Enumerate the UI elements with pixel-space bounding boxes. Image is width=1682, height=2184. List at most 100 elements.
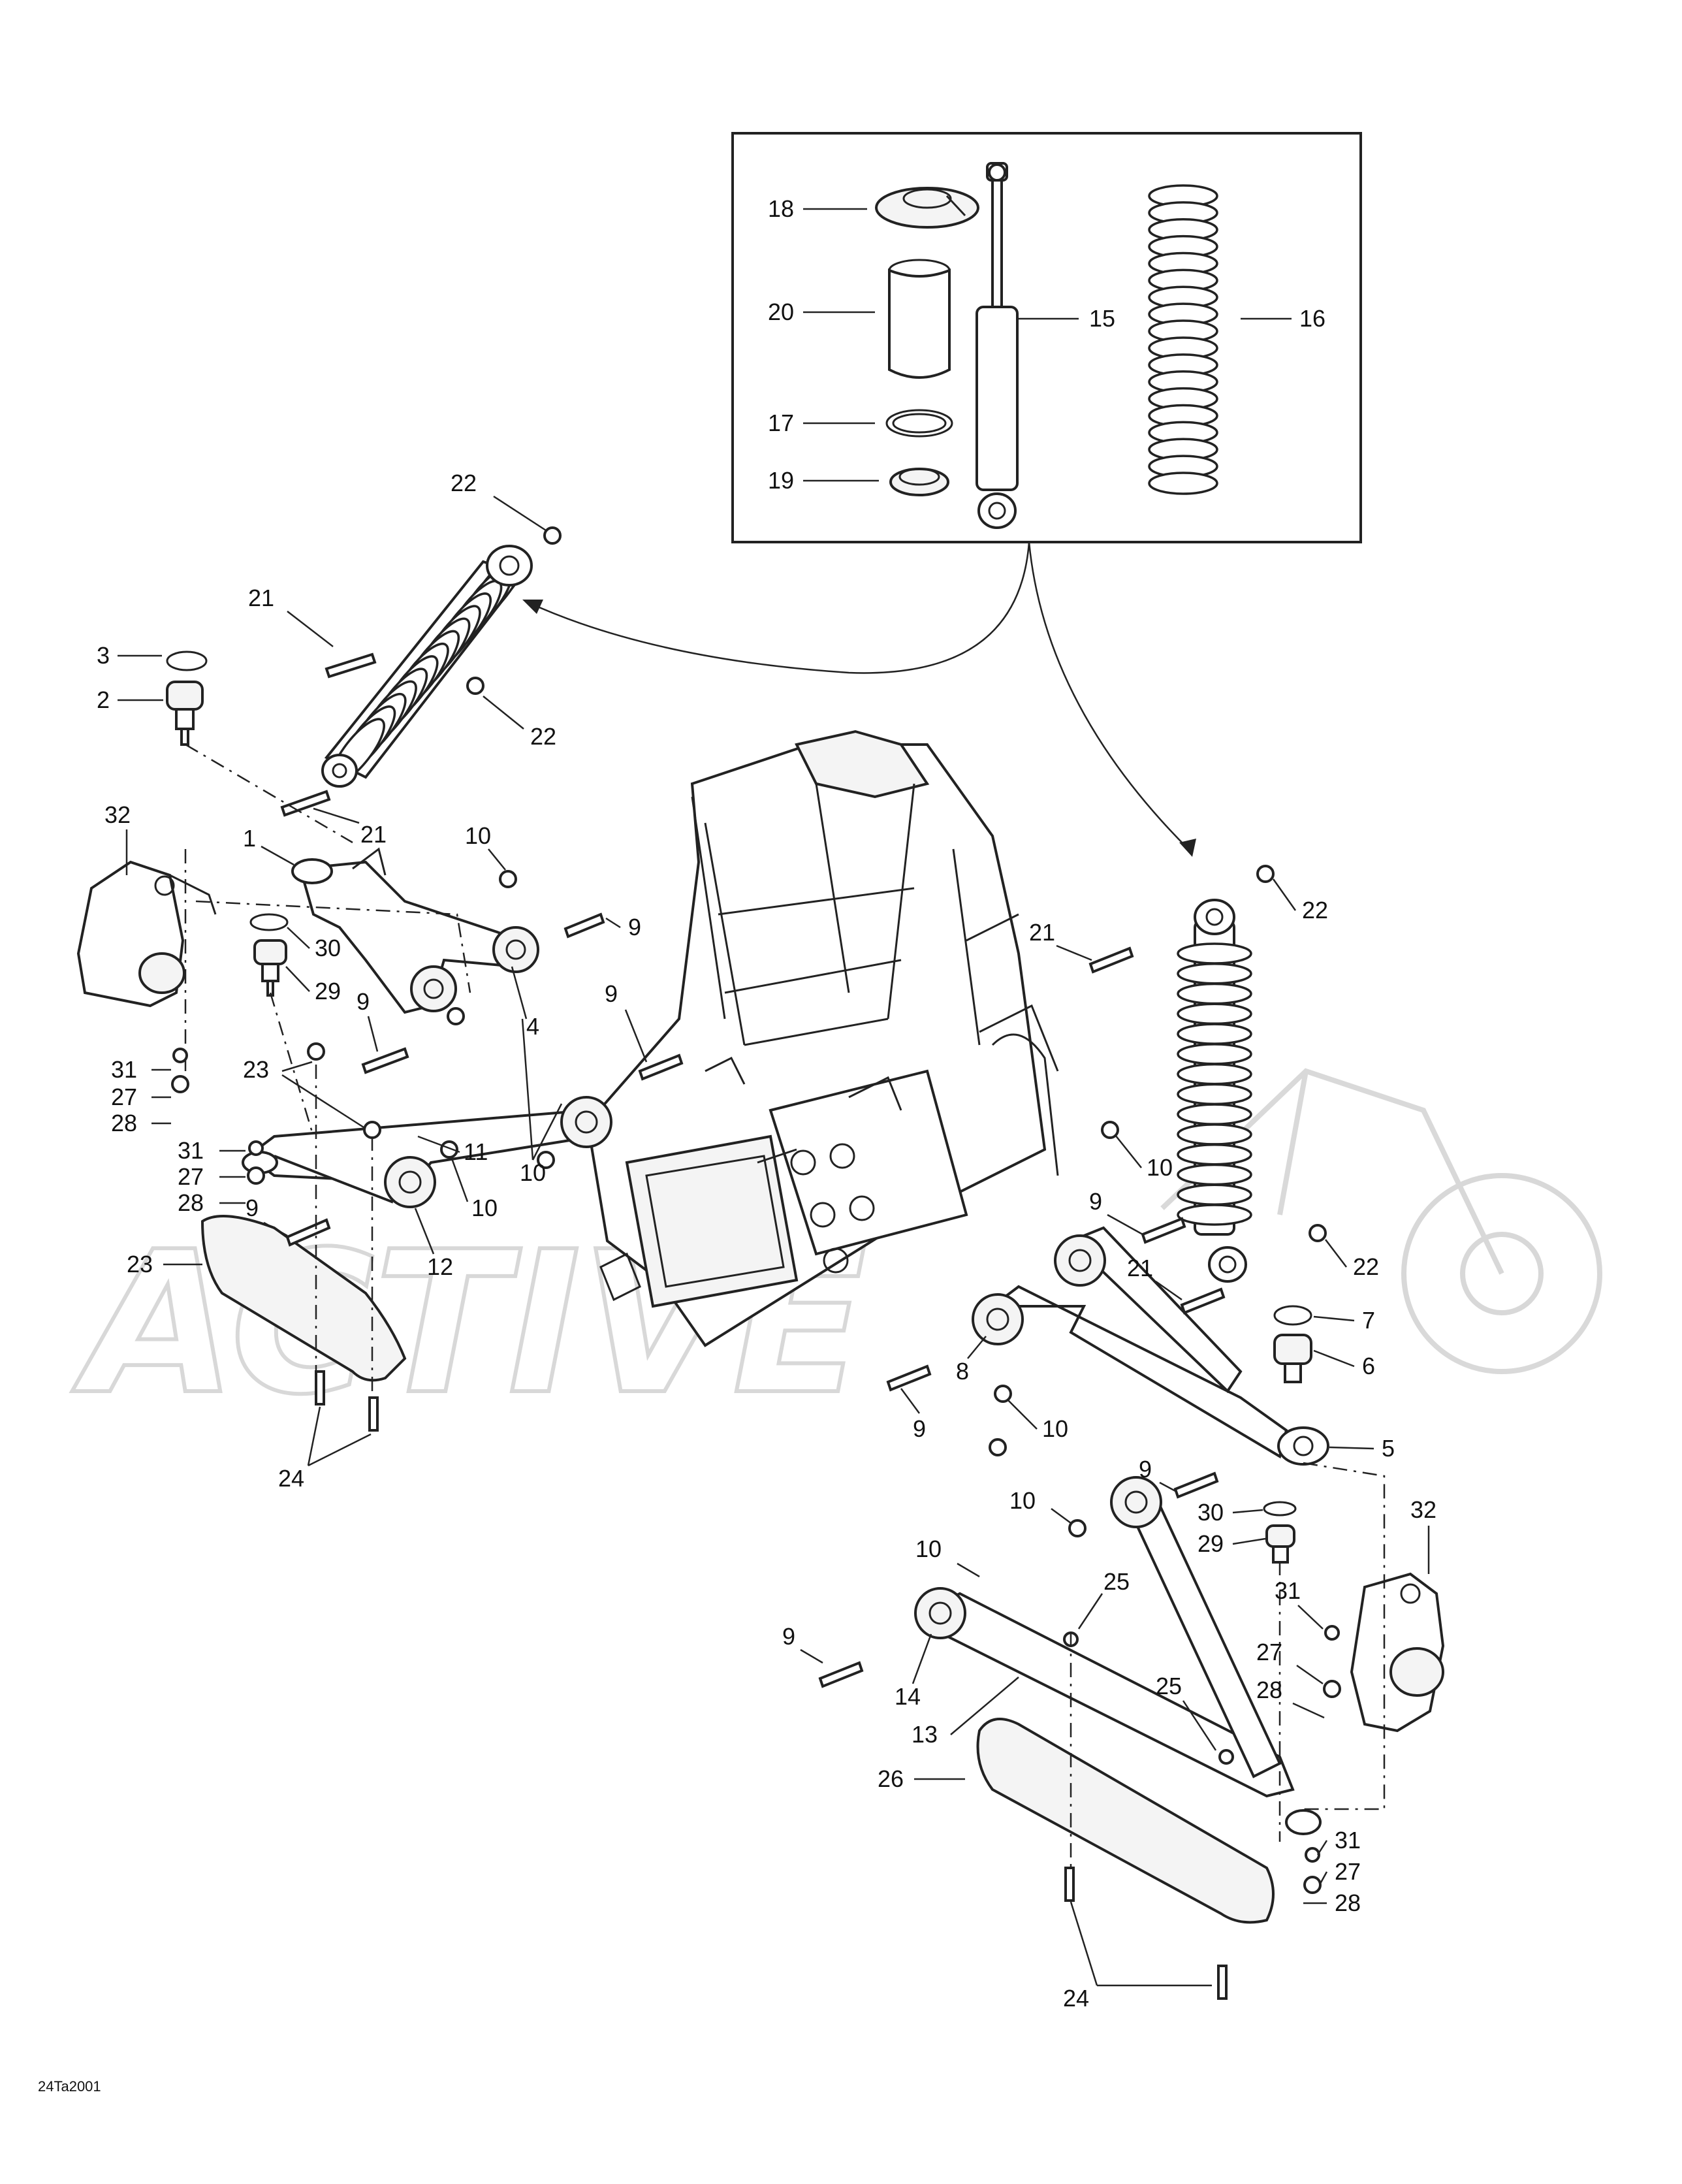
o-ring-icon <box>885 409 953 438</box>
shock-absorber-icon <box>976 162 1019 529</box>
callout-10-g: 10 <box>915 1535 942 1562</box>
callout-9-h: 9 <box>782 1623 795 1650</box>
callout-17: 17 <box>768 410 794 436</box>
callout-21-top: 21 <box>248 585 274 611</box>
spring-coil <box>1148 472 1218 495</box>
callout-18: 18 <box>768 195 794 222</box>
spring-coil <box>1177 1163 1252 1186</box>
callout-4: 4 <box>526 1013 539 1040</box>
right-skid-plate-icon <box>976 1718 1275 1924</box>
callout-10-e: 10 <box>1042 1415 1068 1442</box>
callout-9-d: 9 <box>246 1195 259 1221</box>
spring-coil <box>1177 1103 1252 1125</box>
drawing-code: 24Ta2001 <box>38 2078 101 2095</box>
inset-arrows <box>522 541 1196 857</box>
left-ball-joint-icon <box>166 650 208 746</box>
callout-29-left: 29 <box>315 978 341 1004</box>
callout-22-mid: 22 <box>530 723 556 750</box>
callout-9-a: 9 <box>628 914 641 940</box>
spring-coil <box>1177 1043 1252 1065</box>
callout-28-left-a: 28 <box>111 1110 137 1136</box>
left-skid-plate-icon <box>200 1215 407 1382</box>
callout-13: 13 <box>912 1721 938 1748</box>
inset-border <box>731 132 1362 543</box>
callout-30-right: 30 <box>1198 1499 1224 1526</box>
spring-coil <box>1177 1183 1252 1206</box>
spring-coil <box>1177 1023 1252 1045</box>
callout-23-bottom: 23 <box>127 1251 153 1277</box>
callout-32-left: 32 <box>104 801 131 828</box>
right-knuckle-icon <box>1350 1572 1445 1733</box>
left-knuckle-icon <box>76 860 217 1008</box>
left-upper-a-arm-icon <box>291 847 539 1014</box>
main-callouts: 22 21 3 2 22 32 1 21 10 30 9 29 9 4 9 31… <box>97 470 1436 2012</box>
callout-10-b: 10 <box>520 1159 546 1186</box>
callout-10-d: 10 <box>1147 1154 1173 1181</box>
callout-5: 5 <box>1382 1435 1395 1462</box>
callout-9-e: 9 <box>1089 1188 1102 1215</box>
spring-coil <box>1177 982 1252 1005</box>
callout-23-top: 23 <box>243 1056 269 1083</box>
spring-coil <box>1177 1083 1252 1106</box>
spring-coil <box>1177 963 1252 985</box>
spring-coil <box>1177 1003 1252 1025</box>
dust-tube-icon <box>888 259 951 379</box>
right-ball-joint-icon <box>1273 1305 1312 1383</box>
shock-components-inset <box>731 132 1362 543</box>
callout-9-g: 9 <box>1139 1456 1152 1483</box>
spring-coil <box>1177 1123 1252 1146</box>
callout-30-left: 30 <box>315 935 341 961</box>
callout-11: 11 <box>464 1138 488 1165</box>
callout-28-right-a: 28 <box>1256 1677 1282 1703</box>
callout-24-left: 24 <box>278 1465 304 1492</box>
callout-21-right-top: 21 <box>1029 919 1055 946</box>
callout-7: 7 <box>1362 1307 1375 1334</box>
coil-spring-icon <box>1148 184 1218 495</box>
spring-coil <box>1177 1063 1252 1085</box>
callout-27-left-b: 27 <box>178 1163 204 1190</box>
callout-16: 16 <box>1299 305 1325 332</box>
assembly-lines <box>184 743 1386 1868</box>
bushing-icon <box>889 468 949 496</box>
callout-22-right-bottom: 22 <box>1353 1253 1379 1280</box>
callout-25-top: 25 <box>1103 1568 1130 1595</box>
callout-32-right: 32 <box>1410 1496 1436 1523</box>
callout-27-left-a: 27 <box>111 1084 137 1110</box>
spring-coil <box>1177 1143 1252 1166</box>
callout-28-left-b: 28 <box>178 1189 204 1216</box>
right-upper-a-arm-icon <box>972 1226 1329 1466</box>
callout-9-f: 9 <box>913 1415 926 1442</box>
inset-callouts: 18 20 17 19 15 16 <box>768 195 1325 494</box>
callout-10-c: 10 <box>471 1195 498 1221</box>
frame-icon <box>586 730 1059 1347</box>
callout-2: 2 <box>97 686 110 713</box>
callout-26: 26 <box>878 1765 904 1792</box>
callout-28-right-b: 28 <box>1335 1889 1361 1916</box>
callout-31-left-b: 31 <box>178 1137 204 1164</box>
callout-31-right-a: 31 <box>1275 1577 1301 1604</box>
callout-12: 12 <box>427 1253 453 1280</box>
callout-3: 3 <box>97 642 110 669</box>
callout-31-right-b: 31 <box>1335 1827 1361 1854</box>
callout-21-mid: 21 <box>360 821 387 848</box>
spring-seat-icon <box>875 187 979 229</box>
callout-29-right: 29 <box>1198 1530 1224 1557</box>
right-shock-absorber-icon <box>1177 899 1252 1283</box>
fasteners <box>171 526 1341 2000</box>
left-shock-absorber-icon <box>321 545 533 788</box>
left-ball-joint-2-icon <box>249 913 289 997</box>
callout-20: 20 <box>768 298 794 325</box>
callout-6: 6 <box>1362 1353 1375 1379</box>
callout-22-right-top: 22 <box>1302 897 1328 923</box>
callout-27-right: 27 <box>1256 1639 1282 1665</box>
callout-15: 15 <box>1089 305 1115 332</box>
right-lower-a-arm-icon <box>914 1476 1322 1835</box>
callout-25-bottom: 25 <box>1156 1673 1182 1699</box>
right-ball-joint-2-icon <box>1263 1501 1297 1564</box>
callout-9-b: 9 <box>357 988 370 1015</box>
callout-24-right: 24 <box>1063 1985 1089 2012</box>
callout-10-f: 10 <box>1009 1487 1036 1514</box>
callout-31-left-a: 31 <box>111 1056 137 1083</box>
spring-coil <box>1177 1204 1252 1226</box>
